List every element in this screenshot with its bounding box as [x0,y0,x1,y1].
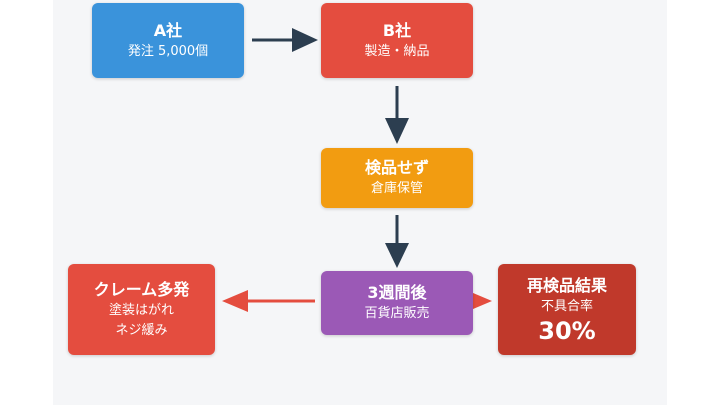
node-three-weeks-later-title: 3週間後 [367,283,427,302]
node-reinspection-result-title: 再検品結果 [526,275,607,295]
node-reinspection-result-value: 30% [538,316,596,345]
node-three-weeks-later-subtitle: 百貨店販売 [364,306,430,321]
node-company-a-subtitle: 発注 5,000個 [127,43,209,59]
node-company-b-title: B社 [382,20,412,40]
node-no-inspection-subtitle: 倉庫保管 [370,181,423,196]
node-complaints-title: クレーム多発 [93,279,190,299]
node-reinspection-result-subtitle: 不具合率 [540,298,593,314]
node-reinspection-result: 再検品結果 不具合率 30% [498,264,636,355]
arrow-a-to-b [252,28,318,52]
node-company-a-title: A社 [153,20,183,40]
arrow-b-to-c [385,86,409,144]
node-complaints-line1: 塗装はがれ [108,302,174,318]
arrow-c-to-d [385,215,409,268]
node-company-a: A社 発注 5,000個 [92,3,244,78]
node-complaints-line2: ネジ緩み [115,322,168,338]
node-company-b-subtitle: 製造・納品 [364,43,430,59]
node-complaints: クレーム多発 塗装はがれ ネジ緩み [68,264,215,355]
node-no-inspection: 検品せず 倉庫保管 [321,148,473,208]
node-company-b: B社 製造・納品 [321,3,473,78]
arrow-d-to-e [222,290,315,312]
node-no-inspection-title: 検品せず [364,158,429,177]
node-three-weeks-later: 3週間後 百貨店販売 [321,271,473,335]
